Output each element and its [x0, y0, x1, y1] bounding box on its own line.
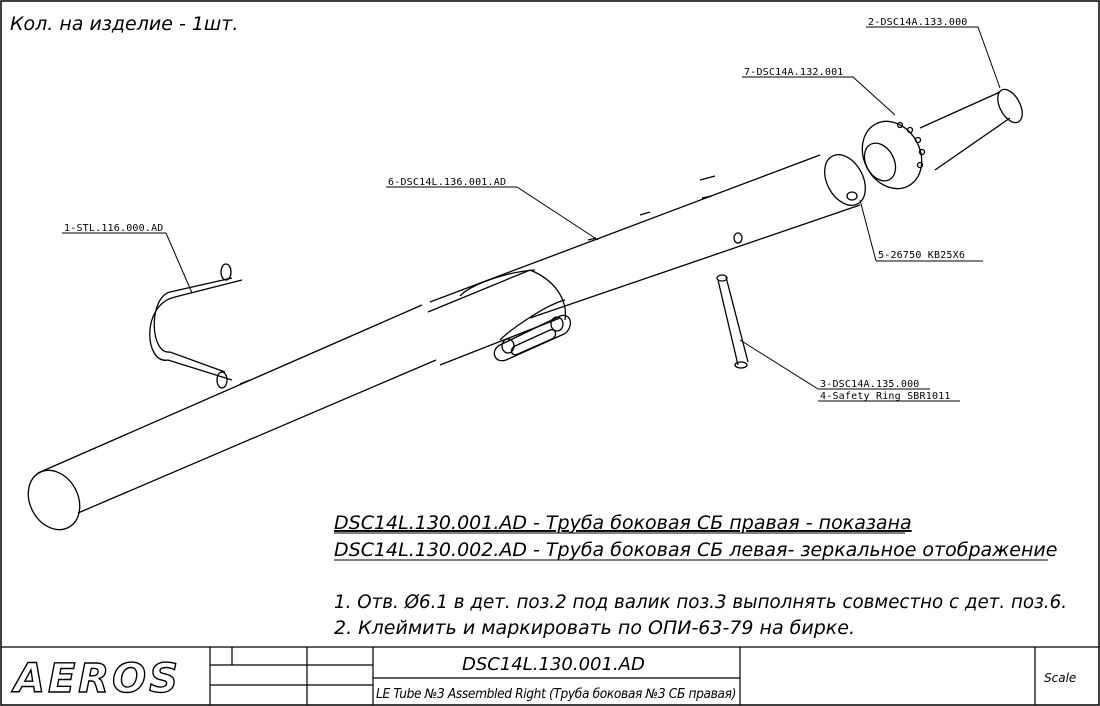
title-right-shown: DSC14L.130.001.AD - Труба боковая СБ пра… [334, 512, 912, 534]
tube-middle-section [427, 269, 561, 366]
callout-part-4: 4-Safety Ring SBR1011 [820, 391, 951, 402]
title-left-mirror: DSC14L.130.002.AD - Труба боковая СБ лев… [334, 539, 1057, 561]
designation-titles: DSC14L.130.001.AD - Труба боковая СБ пра… [334, 512, 1057, 561]
tube-assembly-drawing [27, 88, 1023, 531]
technical-notes: 1. Отв. Ø6.1 в дет. поз.2 под валик поз.… [334, 591, 1067, 639]
bracket-part [149, 279, 243, 381]
callout-part-2: 2-DSC14A.133.000 [868, 17, 968, 28]
tube-end-ellipse [27, 469, 81, 531]
note-2: 2. Клеймить и маркировать по ОПИ-63-79 н… [334, 617, 855, 639]
quantity-note: Кол. на изделие - 1шт. [10, 13, 238, 35]
callout-labels: 1-STL.116.000.AD 2-DSC14A.133.000 3-DSC1… [64, 17, 968, 402]
drawing-code: DSC14L.130.001.AD [462, 654, 645, 675]
callout-part-3: 3-DSC14A.135.000 [820, 379, 920, 390]
drawing-name: LE Tube №3 Assembled Right (Труба бокова… [376, 687, 736, 702]
title-block [1, 646, 1099, 705]
company-logo: AEROS [11, 656, 181, 702]
callout-part-7: 7-DSC14A.132.001 [744, 67, 844, 78]
callout-part-1: 1-STL.116.000.AD [64, 223, 164, 234]
callout-part-6: 6-DSC14L.136.001.AD [388, 177, 506, 188]
tube-lower-section [37, 304, 437, 514]
scale-label: Scale [1044, 671, 1076, 685]
end-tube-part [919, 91, 1011, 171]
note-1: 1. Отв. Ø6.1 в дет. поз.2 под валик поз.… [334, 591, 1067, 613]
support-pin [717, 276, 749, 366]
tube-upper-section [429, 154, 861, 319]
callout-part-5: 5-26750 KB25X6 [878, 250, 965, 261]
leader-lines [62, 26, 1001, 402]
